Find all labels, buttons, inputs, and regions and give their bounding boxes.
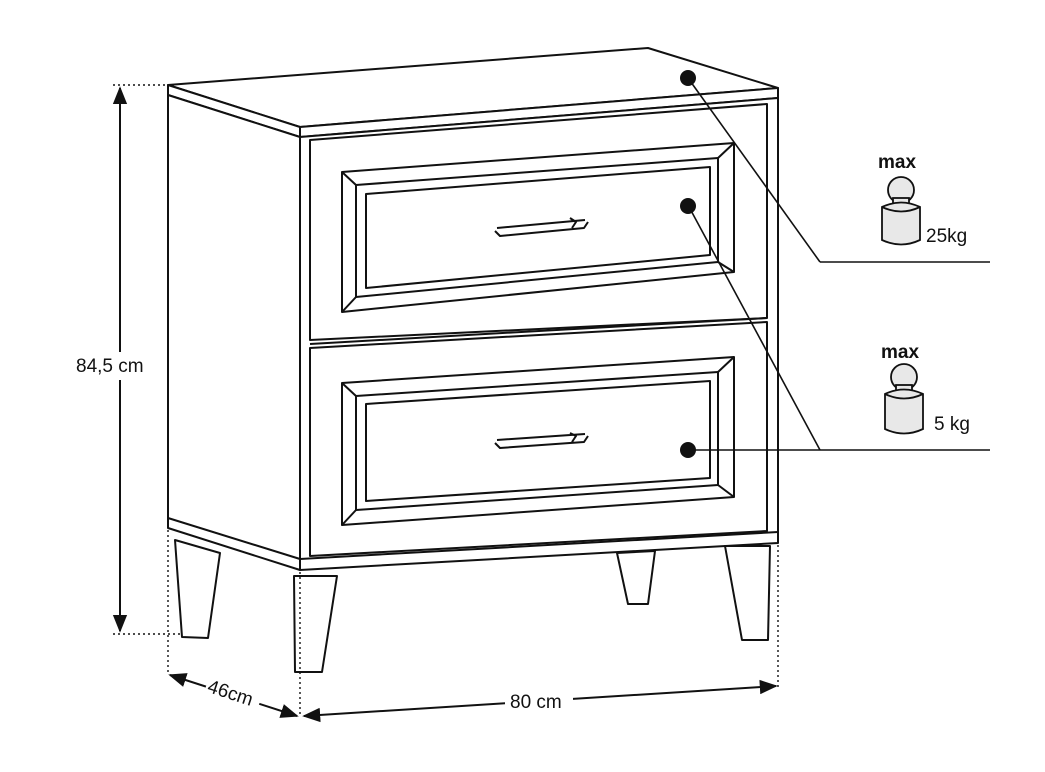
leg-back-left [174,539,221,639]
drawer-top [309,103,768,341]
weight-icon [884,363,924,435]
leg-front-right [724,545,771,641]
drawer-top-dot [680,198,696,214]
leg-back-right [616,550,656,605]
max-label-top: max [878,152,916,173]
drawer-top-front [309,103,768,341]
drawer-bottom [309,317,768,557]
height-label: 84,5 cm [76,356,144,377]
drawer-bottom-dot [680,442,696,458]
drawer-bottom-front [309,321,768,557]
drawer-bottom-handle [494,432,589,449]
legs [174,539,771,673]
max-label-drawer: max [881,342,919,363]
weight-icon [881,176,921,246]
width-label: 80 cm [510,692,562,713]
top-surface-dot [680,70,696,86]
side-panel [167,94,301,571]
load-leaders [687,77,990,451]
leg-front-left [293,575,338,673]
weight-label-drawer: 5 kg [934,414,970,435]
drawer-top-handle [494,217,589,237]
dimension-guides [113,84,779,716]
weight-label-top: 25kg [926,226,967,247]
